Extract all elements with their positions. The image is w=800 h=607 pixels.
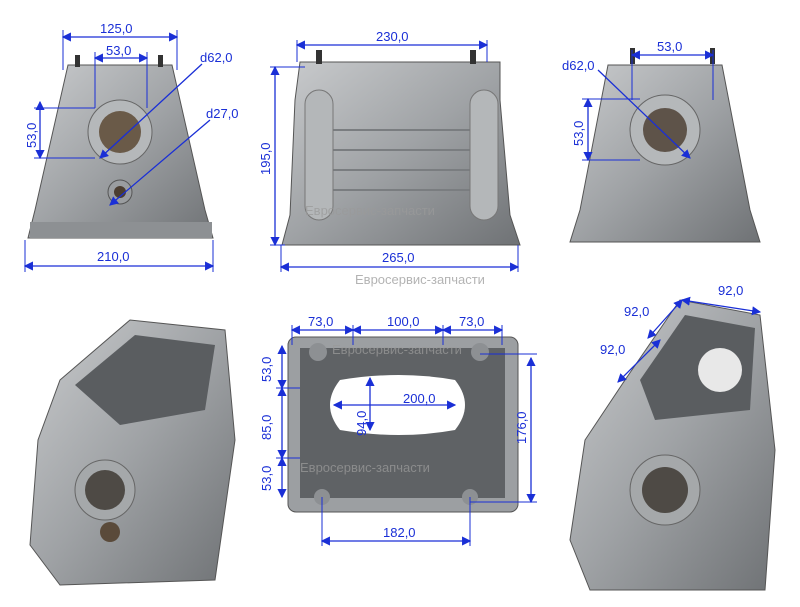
side-base-length-label: 265,0 xyxy=(382,250,415,265)
front-base-width-label: 210,0 xyxy=(97,249,130,264)
front-view-dimensions: 125,0 53,0 d62,0 d27,0 53,0 210,0 xyxy=(23,21,239,272)
top-depth-label: 176,0 xyxy=(514,411,529,444)
front-bolt-spacing-label: 53,0 xyxy=(106,43,131,58)
top-opening-width-label: 94,0 xyxy=(354,411,369,436)
side-view-dimensions: 230,0 195,0 265,0 xyxy=(258,29,520,272)
iso-right-photo xyxy=(569,299,776,591)
front-bore-label: d62,0 xyxy=(200,50,233,65)
iso-side-label: 92,0 xyxy=(600,342,625,357)
rear-view-dimensions: 53,0 d62,0 53,0 xyxy=(562,39,715,162)
top-left-1-label: 53,0 xyxy=(259,357,274,382)
front-small-bore-label: d27,0 xyxy=(206,106,239,121)
watermark: Евросервис-запчасти xyxy=(355,272,485,287)
front-width-top-label: 125,0 xyxy=(100,21,133,36)
top-middle-label: 100,0 xyxy=(387,314,420,329)
watermark: Евросервис-запчасти xyxy=(300,460,430,475)
top-bottom-spacing-label: 182,0 xyxy=(383,525,416,540)
rear-bolt-spacing-label: 53,0 xyxy=(657,39,682,54)
top-view-dimensions: 73,0 100,0 73,0 53,0 85,0 53,0 200,0 94,… xyxy=(259,314,537,546)
iso-left-photo xyxy=(29,319,236,586)
iso-right-dimensions: 92,0 92,0 92,0 xyxy=(600,283,762,383)
top-right-offset-label: 73,0 xyxy=(459,314,484,329)
front-view-photo xyxy=(27,55,214,239)
top-left-2-label: 85,0 xyxy=(259,415,274,440)
rear-view-photo xyxy=(569,48,761,243)
side-top-length-label: 230,0 xyxy=(376,29,409,44)
rear-vertical-spacing-label: 53,0 xyxy=(571,121,586,146)
top-left-offset-label: 73,0 xyxy=(308,314,333,329)
iso-top-a-label: 92,0 xyxy=(718,283,743,298)
top-opening-length-label: 200,0 xyxy=(403,391,436,406)
iso-top-b-label: 92,0 xyxy=(624,304,649,319)
front-vertical-spacing-label: 53,0 xyxy=(24,123,39,148)
watermark: Евросервис-запчасти xyxy=(332,342,462,357)
rear-bore-label: d62,0 xyxy=(562,58,595,73)
watermark: Евросервис-запчасти xyxy=(305,203,435,218)
top-left-3-label: 53,0 xyxy=(259,466,274,491)
top-view-photo xyxy=(287,336,519,513)
side-height-label: 195,0 xyxy=(258,142,273,175)
side-view-photo xyxy=(281,50,521,246)
